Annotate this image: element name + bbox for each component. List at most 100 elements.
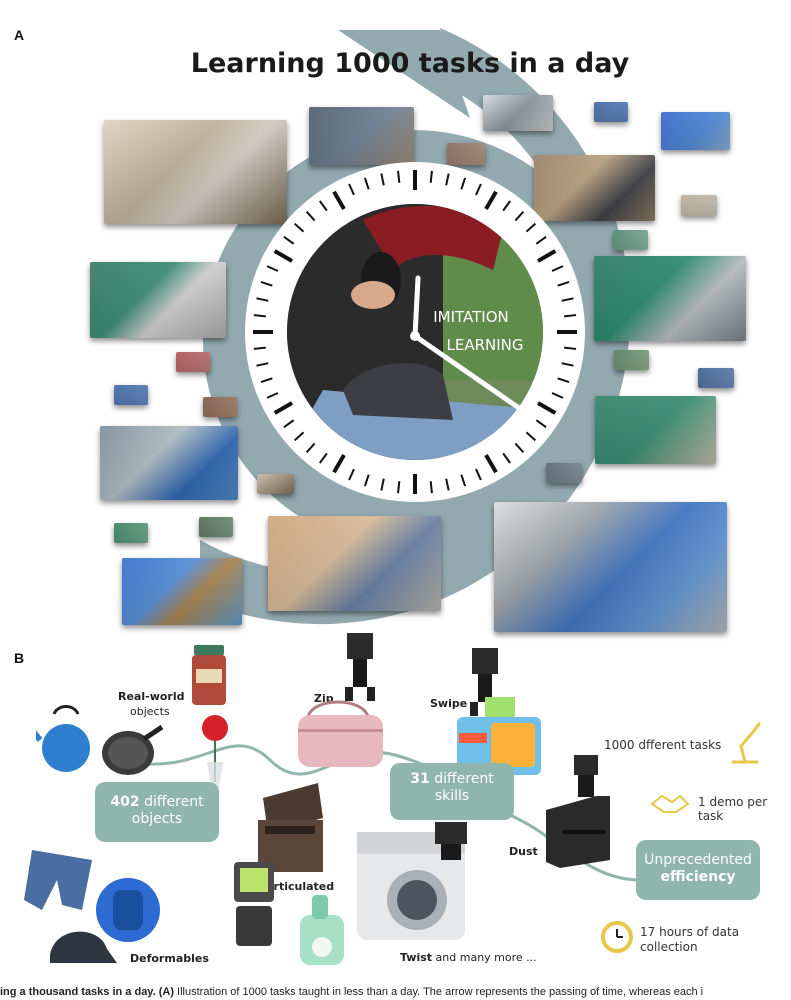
clock-minor-tick bbox=[283, 419, 295, 429]
panel-a-letter: A bbox=[14, 27, 25, 43]
stat-tasks: 1000 dfferent tasks bbox=[604, 738, 722, 752]
figure-caption: ing a thousand tasks in a day. (A) Illus… bbox=[0, 986, 704, 998]
panel-b-letter: B bbox=[14, 650, 25, 666]
label-dust: Dust bbox=[509, 845, 538, 858]
robot-arm bbox=[363, 206, 503, 270]
task-thumbnail-tray bbox=[122, 558, 242, 625]
clock-minor-tick bbox=[475, 183, 482, 196]
clock-minor-tick bbox=[502, 200, 512, 212]
clock-minor-tick bbox=[551, 265, 564, 272]
toy-mint-icon bbox=[300, 895, 344, 965]
skills-count-line2: skills bbox=[434, 788, 470, 804]
clock-major-tick bbox=[484, 190, 498, 211]
clock-minor-tick bbox=[475, 468, 482, 481]
clock-center-pin bbox=[410, 331, 420, 341]
objects-count-line2: objects bbox=[131, 811, 183, 827]
robot-arm-icon bbox=[731, 722, 761, 764]
clock-minor-tick bbox=[535, 419, 547, 429]
clock-minor-tick bbox=[397, 481, 401, 494]
clock-minor-tick bbox=[260, 280, 273, 287]
clock-minor-tick bbox=[256, 297, 269, 302]
skills-count-box: 31 different skills bbox=[390, 763, 514, 820]
dust-robot-gripper bbox=[574, 755, 598, 797]
hand bbox=[351, 281, 395, 309]
clock-minor-tick bbox=[283, 235, 295, 245]
clock-minor-tick bbox=[525, 222, 537, 233]
skills-count-text: different bbox=[429, 771, 494, 787]
clock-minor-tick bbox=[266, 392, 279, 399]
task-thumbnail-microwave bbox=[100, 426, 238, 500]
label-swipe: Swipe bbox=[430, 697, 468, 710]
objects-count-text: different bbox=[139, 794, 204, 810]
iron bbox=[343, 363, 453, 420]
clock-hour-hand bbox=[412, 275, 421, 339]
task-thumbnail-machine bbox=[594, 256, 746, 341]
clock-minor-tick bbox=[564, 346, 577, 350]
learning-label: LEARNING bbox=[446, 336, 523, 354]
clock-minor-tick bbox=[557, 280, 570, 287]
flip-phone-icon bbox=[234, 862, 274, 946]
clock-minute-hand bbox=[412, 333, 522, 411]
task-thumbnail-table bbox=[595, 396, 716, 464]
clock-minor-tick bbox=[502, 452, 512, 464]
skills-count-number: 31 bbox=[410, 771, 430, 787]
clock-minor-tick bbox=[266, 265, 279, 272]
clock-minor-tick bbox=[380, 173, 385, 186]
clock-major-tick bbox=[273, 249, 294, 263]
task-thumbnail bbox=[447, 143, 485, 165]
clock: IMITATION LEARNING bbox=[245, 162, 585, 502]
task-thumbnail-jeans bbox=[268, 516, 441, 611]
kettle-icon bbox=[36, 705, 90, 772]
task-thumbnail bbox=[661, 112, 730, 150]
clock-minor-tick bbox=[256, 362, 269, 367]
clock-minor-tick bbox=[318, 200, 328, 212]
clock-minor-tick bbox=[514, 442, 525, 454]
clock-minor-tick bbox=[348, 183, 355, 196]
clock-major-tick bbox=[273, 401, 294, 415]
label-articulated: Articulated bbox=[265, 880, 335, 893]
clock-minor-tick bbox=[561, 362, 574, 367]
objects-count-box: 402 different objects bbox=[95, 782, 219, 842]
clock-minor-tick bbox=[293, 431, 305, 442]
clock-minor-tick bbox=[564, 314, 577, 318]
swipe-robot-gripper bbox=[470, 648, 500, 716]
task-thumbnail-keyboard bbox=[534, 155, 655, 221]
efficiency-line2: efficiency bbox=[660, 869, 736, 885]
clock-minor-tick bbox=[253, 314, 266, 318]
label-objects: objects bbox=[130, 705, 170, 718]
zip-robot-gripper bbox=[345, 633, 375, 701]
clock-minor-tick bbox=[348, 468, 355, 481]
task-thumbnail bbox=[698, 368, 734, 388]
clock-minor-tick bbox=[363, 177, 370, 190]
ironing-board bbox=[287, 390, 543, 460]
task-thumbnail bbox=[203, 397, 237, 417]
clock-major-tick bbox=[536, 401, 557, 415]
ring-body bbox=[200, 28, 631, 625]
clock-minor-tick bbox=[460, 474, 467, 487]
clock-minor-tick bbox=[363, 474, 370, 487]
clock-minor-tick bbox=[380, 478, 385, 491]
task-thumbnail-pan bbox=[494, 502, 727, 632]
clock-minor-tick bbox=[429, 481, 433, 494]
rose-vase-icon bbox=[202, 715, 228, 788]
clock-minor-tick bbox=[305, 442, 316, 454]
twist-robot-gripper bbox=[435, 822, 467, 860]
clock-minor-tick bbox=[318, 452, 328, 464]
clock-minor-tick bbox=[460, 177, 467, 190]
label-real-world: Real-world bbox=[118, 690, 185, 703]
cap-icon bbox=[50, 931, 117, 963]
imitation-label: IMITATION bbox=[433, 308, 509, 326]
toy-cash-register-icon bbox=[457, 697, 541, 775]
panel-a-title: Learning 1000 tasks in a day bbox=[190, 48, 630, 79]
clock-minor-tick bbox=[260, 377, 273, 384]
clock-minor-tick bbox=[253, 346, 266, 350]
stat-hours-line1: 17 hours of data bbox=[640, 925, 740, 939]
pink-bag-icon bbox=[298, 700, 383, 767]
backpack-icon bbox=[96, 878, 160, 942]
shelf-icon bbox=[546, 796, 610, 868]
articulated-box-icon bbox=[258, 783, 323, 872]
clock-minor-tick bbox=[305, 210, 316, 222]
clock-ticks bbox=[253, 170, 577, 494]
task-thumbnail-drawer bbox=[90, 262, 226, 338]
efficiency-line1: Unprecedented bbox=[644, 852, 752, 868]
